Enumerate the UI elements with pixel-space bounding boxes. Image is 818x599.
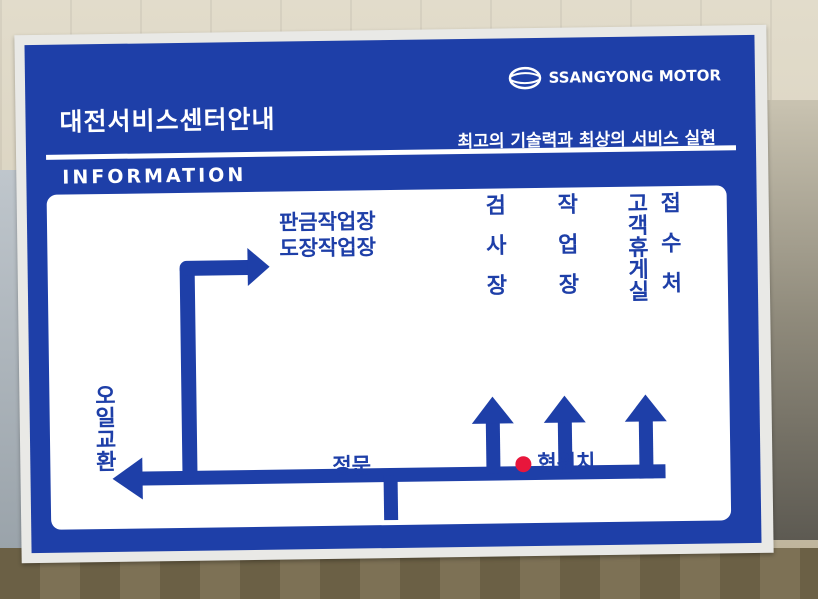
brand-name: SSANGYONG MOTOR	[548, 66, 722, 87]
road-to-panel-area	[179, 262, 198, 478]
road-upper-horizontal	[179, 260, 255, 276]
current-location-dot-icon	[515, 456, 532, 473]
panel-area-label: 판금작업장	[278, 209, 376, 235]
sign-title: 대전서비스센터안내	[59, 104, 276, 137]
oil-change-label: 오일교환	[90, 383, 117, 473]
main-road	[135, 464, 666, 486]
workshop-label: 작업장	[552, 192, 580, 313]
arrow-reception	[624, 394, 667, 422]
arrow-panel-area	[247, 248, 270, 287]
ssangyong-logo-icon	[508, 66, 541, 90]
paint-area-label: 도장작업장	[279, 235, 377, 261]
information-sign: SSANGYONG MOTOR 대전서비스센터안내 최고의 기술력과 최상의 서…	[24, 34, 762, 554]
information-label: INFORMATION	[62, 164, 247, 189]
current-location-label: 현위치	[537, 450, 596, 475]
customer-lounge-label: 고객휴게실	[622, 191, 650, 302]
divider-line	[46, 145, 737, 160]
main-gate-label: 정문	[332, 453, 372, 478]
inspection-label: 검사장	[480, 193, 508, 314]
reception-label: 접수처	[655, 190, 683, 312]
road-inspection	[485, 413, 501, 474]
route-map	[112, 248, 667, 521]
arrow-oil-change	[112, 457, 143, 500]
arrow-workshop	[543, 395, 586, 423]
brand: SSANGYONG MOTOR	[506, 63, 721, 90]
road-main-gate	[383, 474, 399, 521]
road-reception	[638, 411, 654, 479]
road-workshop	[557, 412, 573, 473]
map-board: 판금작업장 도장작업장 검사장 작업장 고객휴게실 접수처 오일교환 정문 현위…	[46, 185, 732, 530]
arrow-inspection	[471, 396, 514, 424]
